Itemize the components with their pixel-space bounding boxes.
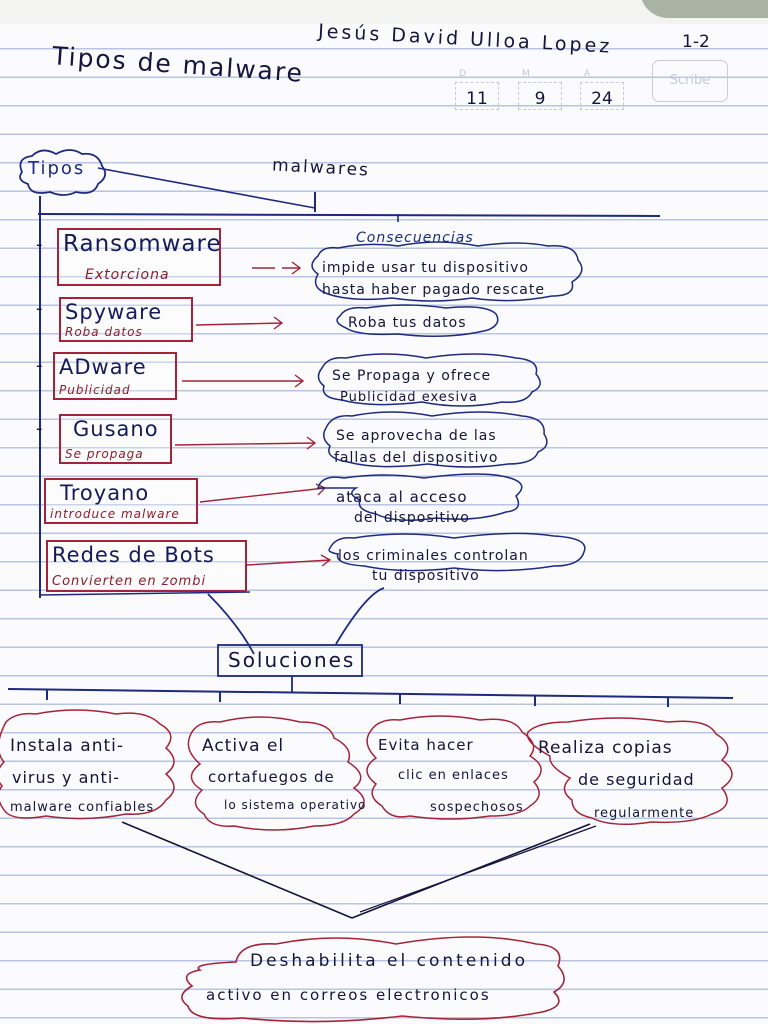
tipos-diagonal-line (97, 167, 316, 209)
solution-text: virus y anti- (12, 768, 121, 787)
consequence-text: Se Propaga y ofrece (332, 368, 492, 384)
type-box-redes-de-bots: Redes de Bots Convierten en zombi (46, 540, 247, 592)
consequence-text: impide usar tu dispositivo (322, 260, 529, 276)
date-day-field: 11 (455, 82, 499, 110)
date-year-field: 24 (580, 82, 624, 110)
solution-text: de seguridad (578, 770, 695, 789)
spine-bottom-line (39, 591, 251, 596)
top-label: malwares (271, 155, 371, 181)
bullet-dash: - (36, 418, 43, 439)
consequence-text: tu dispositivo (372, 568, 480, 584)
soluciones-box-outline (217, 644, 363, 677)
type-box-gusano: Gusano Se propaga (59, 414, 172, 464)
date-year-label: A (584, 69, 591, 79)
type-box-adware: ADware Publicidad (53, 352, 177, 400)
consequence-text: Se aprovecha de las (336, 428, 497, 444)
consequence-text: del dispositivo (354, 510, 470, 526)
type-box-troyano: Troyano introduce malware (44, 478, 198, 524)
date-day-label: D (459, 69, 466, 79)
brand-logo: Scribe (652, 60, 728, 102)
solution-text: malware confiables (10, 800, 155, 815)
solutions-label: Soluciones (228, 648, 356, 672)
consequence-text: hasta haber pagado rescate (322, 282, 545, 298)
consequence-text: fallas del dispositivo (334, 450, 499, 466)
solution-text: cortafuegos de (208, 768, 335, 786)
consequence-text: Roba tus datos (348, 315, 467, 331)
final-text-line-1: Deshabilita el contenido (250, 951, 528, 971)
solution-text: Instala anti- (10, 736, 124, 756)
solution-clouds (0, 709, 733, 831)
bullet-dash: - (36, 234, 43, 255)
tipos-bubble (19, 149, 107, 196)
consequence-clouds (311, 241, 586, 572)
arrows (174, 261, 332, 567)
bullet-dash: - (36, 355, 43, 376)
root-label: Tipos (28, 158, 86, 179)
background-object (640, 0, 768, 18)
final-text-line-2: activo en correos electronicos (206, 986, 491, 1004)
consequences-label: Consecuencias (356, 230, 474, 246)
final-cloud (181, 936, 565, 1023)
solution-text: sospechosos (430, 800, 524, 815)
solution-text: lo sistema operativo (224, 798, 367, 812)
solution-text: Realiza copias (538, 738, 673, 758)
solution-text: regularmente (594, 806, 695, 821)
date-month-field: 9 (518, 82, 562, 110)
type-box-spyware: Spyware Roba datos (59, 297, 193, 342)
consequence-text: los criminales controlan (338, 548, 529, 564)
date-month-label: M (522, 69, 530, 79)
solution-text: Evita hacer (378, 736, 474, 754)
page-number: 1-2 (682, 32, 710, 52)
top-axis-line (37, 213, 661, 217)
consequence-text: ataca al acceso (336, 488, 468, 506)
bullet-dash: - (36, 298, 43, 319)
solution-text: Activa el (202, 736, 285, 756)
page-top-margin (0, 0, 768, 24)
solutions-axis-line (7, 688, 734, 699)
solution-text: clic en enlaces (398, 768, 509, 783)
consequence-text: Publicidad exesiva (340, 390, 478, 405)
type-box-ransomware: Ransomware Extorciona (57, 228, 221, 286)
